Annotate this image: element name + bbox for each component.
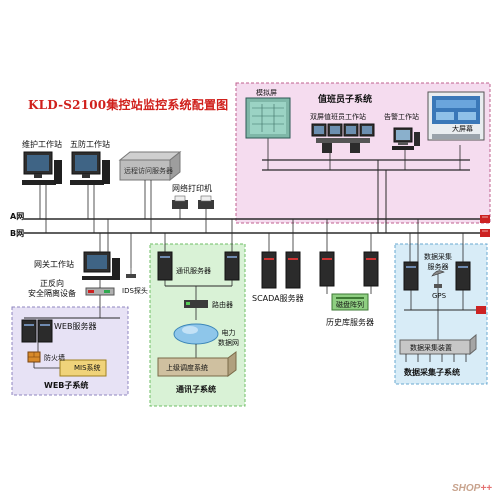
- web-server-icon: [21, 319, 53, 343]
- gps-label: GPS: [432, 292, 447, 300]
- acquisition-server-label: 数据采集 服务器: [424, 253, 452, 271]
- firewall-icon: [27, 351, 41, 363]
- simulation-screen-label: 模拟屏: [256, 89, 277, 97]
- bus-terminator-icon: [480, 215, 490, 237]
- network-a-label: A网: [10, 212, 25, 221]
- printer-icon: [172, 195, 214, 209]
- diagram-title: KLD-S2100集控站监控系统配置图: [28, 98, 229, 112]
- history-server-label: 历史库服务器: [326, 318, 374, 327]
- large-screen-label: 大屏幕: [452, 125, 473, 133]
- acq-subsystem-title: 数据采集子系统: [404, 368, 460, 377]
- web-server-label: WEB服务器: [54, 322, 97, 331]
- network-printer-label: 网络打印机: [172, 184, 212, 193]
- ids-probe-label: IDS探头: [122, 287, 148, 295]
- security-isolation-device-icon: [85, 287, 115, 296]
- five-defense-workstation-label: 五防工作站: [70, 140, 110, 149]
- acquisition-device-icon: [399, 333, 477, 356]
- disk-array-icon: [331, 293, 369, 311]
- dispatch-system-icon: [157, 351, 237, 377]
- gps-dish-icon: [431, 270, 445, 288]
- remote-server-label: 远程访问服务器: [124, 167, 173, 175]
- dispatch-system-label: 上级调度系统: [166, 364, 208, 372]
- acquisition-device-label: 数据采集装置: [410, 344, 452, 352]
- five-defense-workstation-icon: [70, 151, 110, 185]
- history-server-icon: [319, 251, 379, 287]
- alarm-workstation-label: 告警工作站: [384, 113, 419, 121]
- web-subsystem-title: WEB子系统: [44, 381, 89, 390]
- acq-terminator-icon: [476, 306, 486, 314]
- router-icon: [184, 300, 208, 308]
- power-data-network-icon: [173, 323, 219, 345]
- maintenance-workstation-icon: [22, 151, 62, 185]
- simulation-screen-icon: [245, 97, 291, 139]
- power-data-network-label: 电力 数据网: [218, 329, 239, 347]
- scada-server-label: SCADA服务器: [252, 294, 304, 303]
- gateway-workstation-icon: [82, 251, 120, 280]
- gateway-workstation-label: 网关工作站: [34, 260, 74, 269]
- network-b-label: B网: [10, 229, 25, 238]
- ids-probe-icon: [126, 268, 136, 278]
- comm-server-label: 通讯服务器: [176, 267, 211, 275]
- watermark-logo: SHOP++: [452, 483, 492, 494]
- dual-screen-workstation-icon: [311, 123, 375, 153]
- alarm-workstation-icon: [392, 127, 420, 150]
- disk-array-label: 磁盘阵列: [336, 301, 364, 309]
- duty-subsystem-title: 值班员子系统: [318, 95, 373, 105]
- mis-system-icon: [59, 359, 107, 377]
- comm-subsystem-title: 通讯子系统: [176, 385, 216, 394]
- security-device-label: 正反向 安全隔离设备: [28, 279, 76, 298]
- scada-server-icon: [261, 251, 301, 289]
- firewall-label: 防火墙: [44, 354, 65, 362]
- watermark-plus: ++: [480, 483, 492, 494]
- mis-system-label: MIS系统: [74, 364, 101, 372]
- maintenance-workstation-label: 维护工作站: [22, 140, 62, 149]
- dual-screen-workstation-label: 双屏值班员工作站: [310, 113, 366, 121]
- remote-server-icon: [118, 150, 182, 182]
- comm-server-icon: [157, 251, 240, 281]
- watermark-text: SHOP: [451, 483, 481, 494]
- large-screen-icon: [427, 91, 485, 141]
- router-label: 路由器: [212, 301, 233, 309]
